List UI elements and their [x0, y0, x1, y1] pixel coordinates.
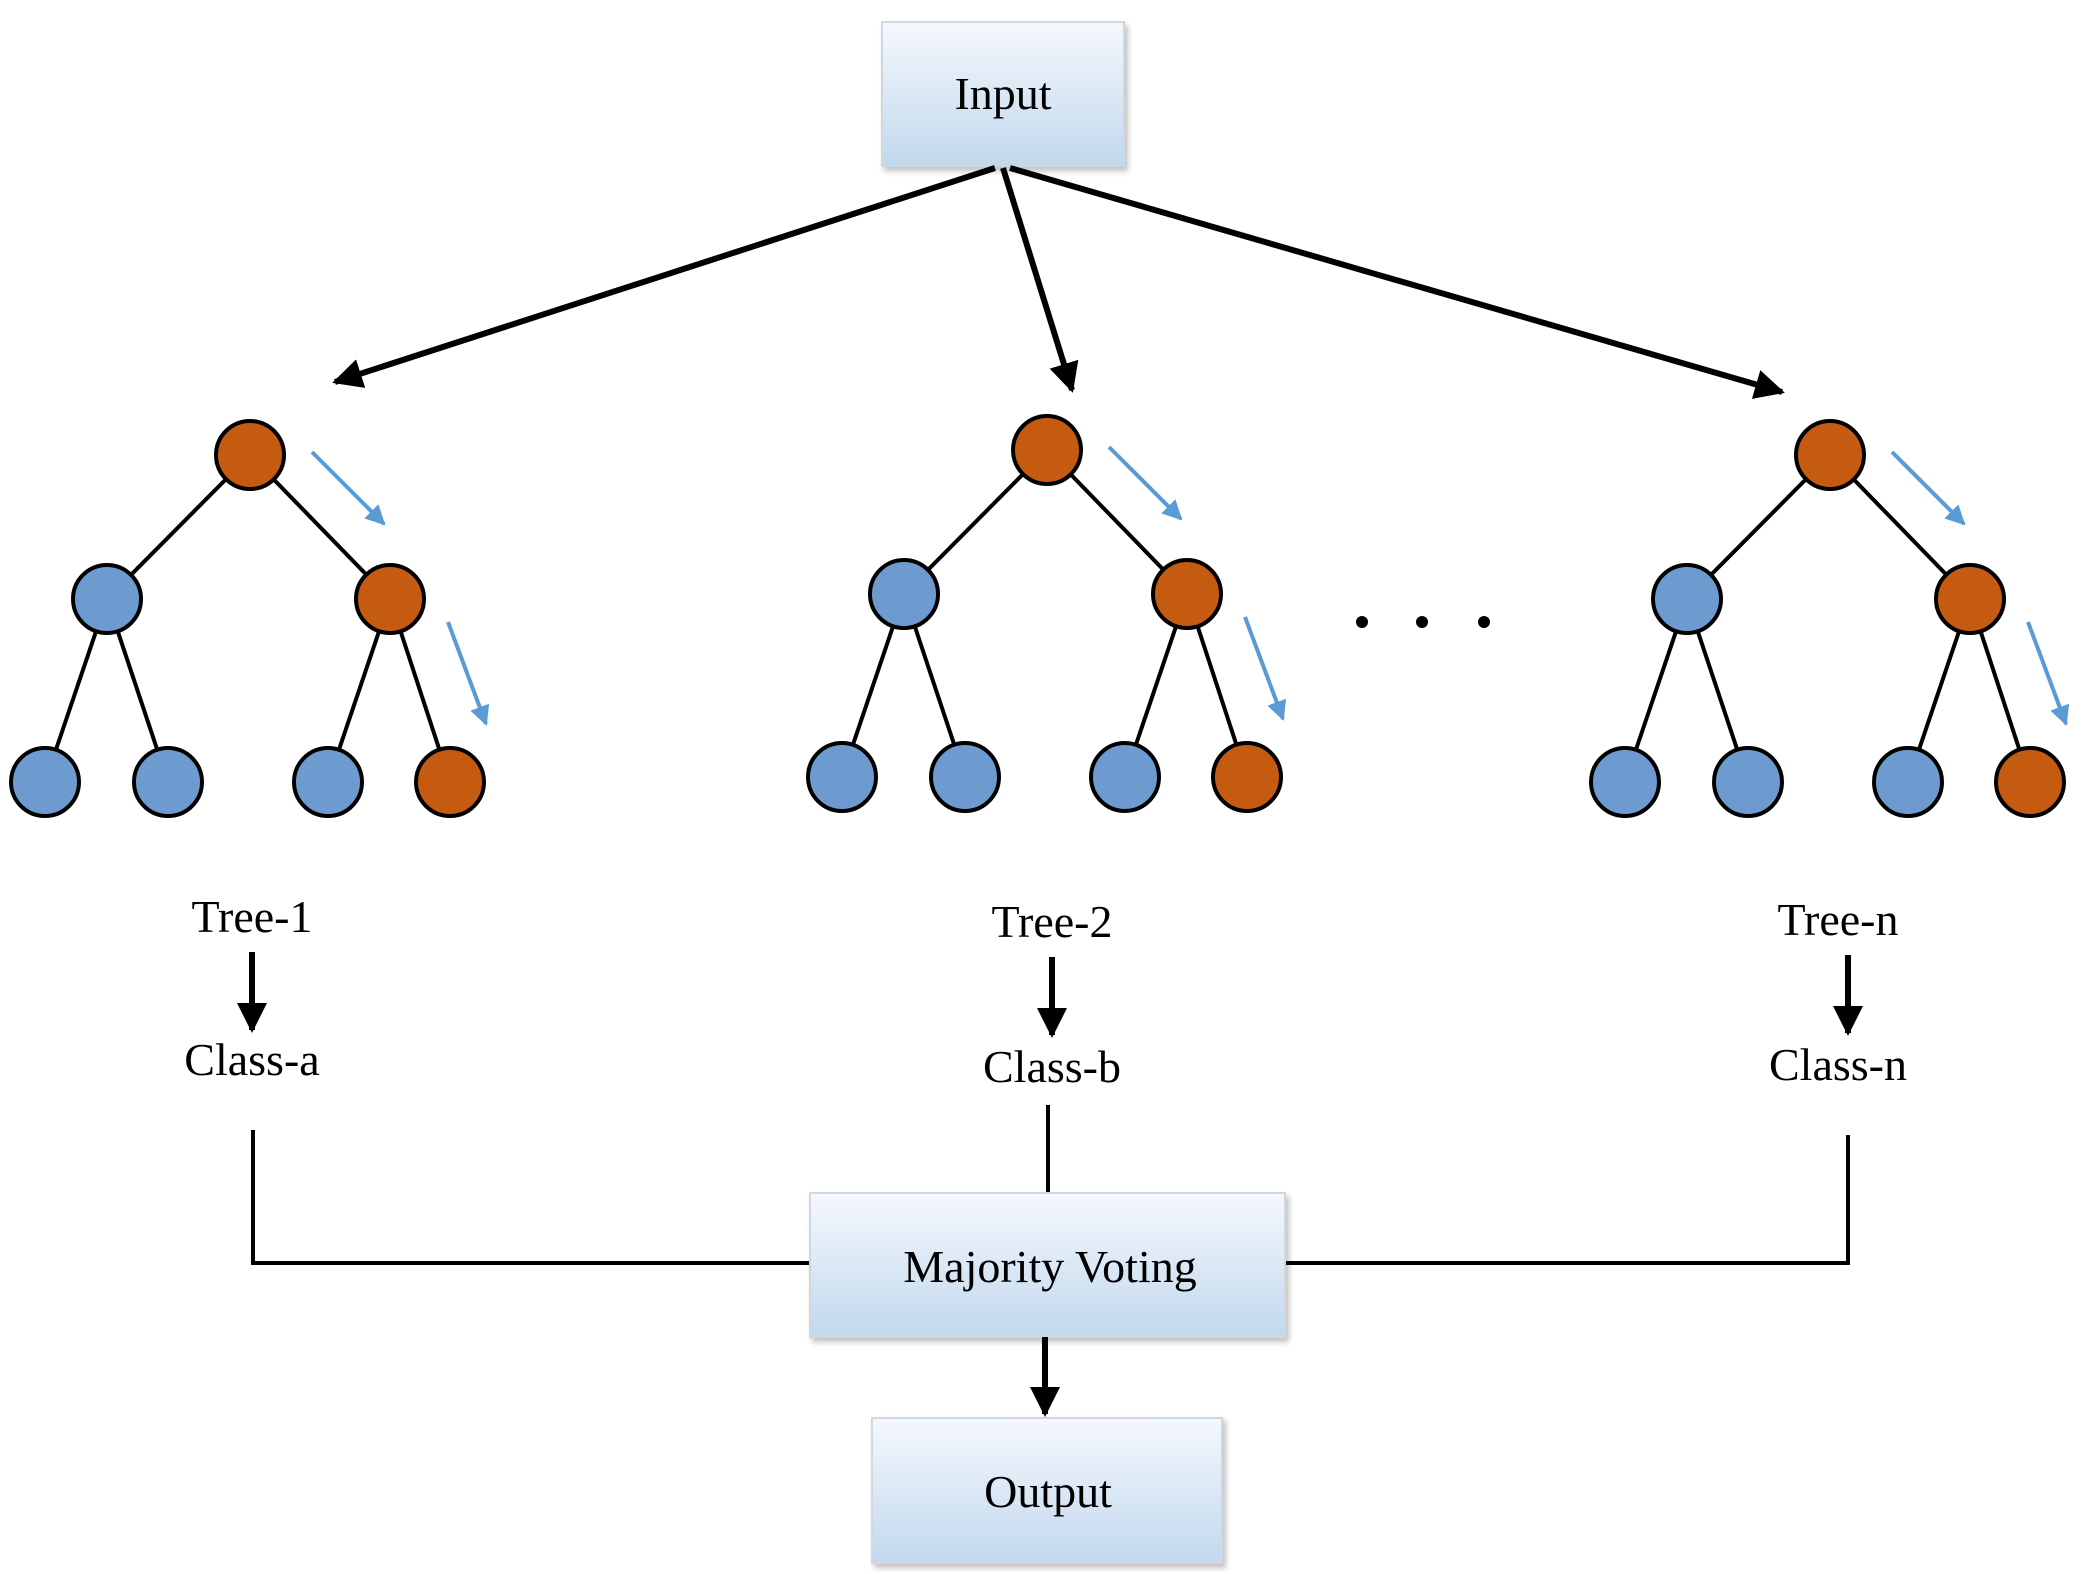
- tree-2: [806, 414, 1287, 813]
- tree-1-node-l: [71, 563, 143, 635]
- majority-voting-label: Majority Voting: [903, 1241, 1197, 1292]
- tree-1-node-ll: [9, 746, 81, 818]
- majority-voting-box: Majority Voting: [809, 1192, 1286, 1338]
- tree-1-node-lr: [132, 746, 204, 818]
- tree-2-node-rl: [1089, 741, 1161, 813]
- tree-2-node-root-active: [1011, 414, 1083, 486]
- tree-2-node-rr-active: [1211, 741, 1283, 813]
- trees-layer: [9, 414, 2070, 818]
- tree-1-node-rl: [292, 746, 364, 818]
- tree-2-class: Class-b: [983, 1041, 1121, 1092]
- tree-n-path-arrow-2: [2026, 621, 2070, 726]
- output-label: Output: [984, 1466, 1112, 1517]
- tree-2-name: Tree-2: [992, 896, 1113, 947]
- tree-n-node-ll: [1589, 746, 1661, 818]
- tree-2-node-lr: [929, 741, 1001, 813]
- tree-n-node-l: [1651, 563, 1723, 635]
- input-label: Input: [954, 68, 1051, 119]
- tree-2-node-r-active: [1151, 558, 1223, 630]
- tree-n-name: Tree-n: [1778, 894, 1899, 945]
- tree-2-labels: Tree-2 Class-b: [983, 896, 1121, 1092]
- tree-1-class: Class-a: [184, 1034, 319, 1085]
- tree-1-path-arrow-1: [310, 450, 386, 526]
- arrow-to-tree-1: [332, 165, 996, 388]
- tree-2-path-arrow-1: [1107, 445, 1183, 521]
- output-box: Output: [871, 1417, 1223, 1564]
- tree-n-class: Class-n: [1769, 1039, 1907, 1090]
- tree-1-node-r-active: [354, 563, 426, 635]
- input-box: Input: [881, 21, 1125, 167]
- tree-1: [9, 419, 490, 818]
- arrow-to-tree-2: [1000, 167, 1079, 393]
- tree-n-node-root-active: [1794, 419, 1866, 491]
- tree-2-node-l: [868, 558, 940, 630]
- tree-n-labels: Tree-n Class-n: [1769, 894, 1907, 1090]
- tree-1-path-arrow-2: [446, 621, 490, 726]
- tree-1-node-rr-active: [414, 746, 486, 818]
- tree-1-name: Tree-1: [192, 891, 313, 942]
- tree-n-node-r-active: [1934, 563, 2006, 635]
- connector-class-n: [1285, 1135, 1850, 1265]
- tree-n-node-rr-active: [1994, 746, 2066, 818]
- tree-1-labels: Tree-1 Class-a: [184, 891, 319, 1085]
- tree-n-node-lr: [1712, 746, 1784, 818]
- input-arrows: [332, 165, 1785, 399]
- tree-n-node-rl: [1872, 746, 1944, 818]
- ellipsis-dots: [1356, 616, 1490, 628]
- tree-n-path-arrow-1: [1890, 450, 1966, 526]
- connector-class-a: [251, 1130, 810, 1265]
- tree-2-node-ll: [806, 741, 878, 813]
- tree-1-node-root-active: [214, 419, 286, 491]
- tree-2-path-arrow-2: [1243, 616, 1287, 721]
- voting-connectors: [251, 1105, 1850, 1265]
- arrow-to-tree-n: [1009, 165, 1785, 399]
- tree-n: [1589, 419, 2070, 818]
